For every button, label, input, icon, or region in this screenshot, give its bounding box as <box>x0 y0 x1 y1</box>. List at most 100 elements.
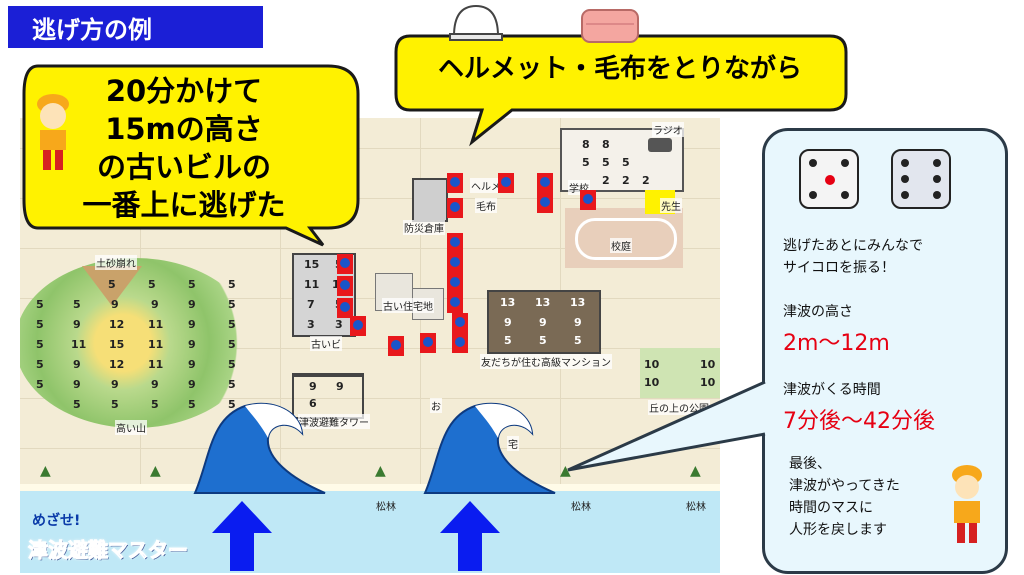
footprint-icon <box>420 333 436 353</box>
footprint-icon <box>447 173 463 193</box>
footprint-icon <box>447 293 463 313</box>
pine-forest-label: 松林 <box>376 502 396 513</box>
school-floor: 2 <box>642 174 650 187</box>
time-value: 7分後～42分後 <box>783 409 935 434</box>
game-logo: めざせ! 津波避難マスター <box>24 500 214 572</box>
blanket-label: 毛布 <box>475 198 497 213</box>
grid-cell: 5 <box>36 298 44 311</box>
grid-cell: 9 <box>188 318 196 331</box>
footprint-icon <box>452 333 468 353</box>
sea <box>20 491 720 573</box>
pine-tree-icon: ▲ <box>375 463 386 479</box>
warehouse-label: 防災倉庫 <box>403 220 445 235</box>
grid-cell: 9 <box>73 318 81 331</box>
school-floor: 5 <box>582 156 590 169</box>
landslide-shape <box>82 266 142 306</box>
grid-cell: 9 <box>73 378 81 391</box>
page-title: 逃げ方の例 <box>8 6 263 48</box>
footprint-icon <box>350 316 366 336</box>
grid-cell: 5 <box>73 298 81 311</box>
helmet-label: ヘルメ <box>470 178 502 193</box>
logo-title: 津波避難マスター <box>28 538 189 563</box>
tsunami-wave-icon <box>423 402 556 494</box>
grid-cell: 5 <box>151 398 159 411</box>
footprint-icon <box>537 193 553 213</box>
mansion-floor: 5 <box>504 334 512 347</box>
park-cell: 10 <box>700 358 716 371</box>
footprint-icon <box>498 173 514 193</box>
grid-cell: 5 <box>73 398 81 411</box>
grid-cell: 11 <box>148 318 164 331</box>
dice-red-one-icon <box>799 149 859 209</box>
grid-cell: 5 <box>228 358 236 371</box>
pine-tree-icon: ▲ <box>560 463 571 479</box>
pine-tree-icon: ▲ <box>150 463 161 479</box>
grid-cell: 5 <box>36 358 44 371</box>
bubble-top-text: ヘルメット・毛布をとりながら <box>437 54 802 84</box>
bubble-left-line: 15mの高さ <box>105 112 263 146</box>
grid-cell: 5 <box>108 278 116 291</box>
old-building-label: 古いビ <box>310 336 342 351</box>
park-cell: 10 <box>644 376 660 389</box>
old-building-floor: 7 <box>307 298 315 311</box>
speech-bubble-left <box>22 64 360 247</box>
mansion-floor: 9 <box>574 316 582 329</box>
mansion-building <box>487 290 601 354</box>
final-line: 最後、 <box>789 456 831 472</box>
grid-cell: 11 <box>148 358 164 371</box>
grid-cell: 5 <box>148 278 156 291</box>
grid-cell: 5 <box>228 318 236 331</box>
mountain-grid: 5 5 5 5 5 5 9 9 9 5 5 9 12 11 9 5 5 11 1… <box>26 278 256 418</box>
tower-floor: 9 <box>336 380 344 393</box>
bubble-left-line: の古いビルの <box>96 150 271 184</box>
bubble-left-text: 20分かけて 15mの高さ の古いビルの 一番上に逃げた <box>24 72 344 224</box>
school-floor: 8 <box>582 138 590 151</box>
schoolyard-label: 校庭 <box>610 238 632 253</box>
board-map: 土砂崩れ 高い山 5 5 5 5 5 5 9 9 9 5 5 9 12 11 9… <box>20 118 720 573</box>
teacher-label: 先生 <box>660 198 682 213</box>
grid-cell: 9 <box>73 358 81 371</box>
arrow-up-icon <box>440 501 500 571</box>
school-floor: 2 <box>622 174 630 187</box>
grid-cell: 9 <box>151 378 159 391</box>
grid-cell: 5 <box>228 378 236 391</box>
mansion-floor: 9 <box>504 316 512 329</box>
logo-subtitle: めざせ! <box>32 513 81 529</box>
speech-bubble-top <box>394 34 848 147</box>
old-building-floor: 3 <box>307 318 315 331</box>
grid-cell: 9 <box>188 298 196 311</box>
footprint-icon <box>388 336 404 356</box>
bubble-left-line: 一番上に逃げた <box>82 188 286 222</box>
grid-cell: 9 <box>151 298 159 311</box>
footprint-icon <box>580 190 596 210</box>
school-floor: 5 <box>622 156 630 169</box>
grid-cell: 5 <box>228 278 236 291</box>
helmet-icon <box>449 4 503 41</box>
grid-cell: 5 <box>188 278 196 291</box>
dice-six-icon <box>891 149 951 209</box>
mansion-floor: 13 <box>535 296 551 309</box>
height-value: 2m～12m <box>783 331 890 356</box>
radio-label: ラジオ <box>652 122 684 137</box>
grid-cell: 9 <box>111 298 119 311</box>
grid-cell: 9 <box>188 338 196 351</box>
grid-cell: 9 <box>111 378 119 391</box>
mansion-floor: 5 <box>539 334 547 347</box>
grid-cell: 5 <box>36 318 44 331</box>
track-icon <box>575 218 677 260</box>
footprint-icon <box>337 298 353 318</box>
final-line: 人形を戻します <box>789 522 887 538</box>
old-house-label: 古い住宅地 <box>382 298 434 313</box>
grid-cell: 11 <box>148 338 164 351</box>
panel-pointer <box>567 380 766 472</box>
grid-cell: 5 <box>36 338 44 351</box>
park-cell: 10 <box>644 358 660 371</box>
grid-cell: 5 <box>228 298 236 311</box>
time-label: 津波がくる時間 <box>783 382 881 398</box>
school-floor: 8 <box>602 138 610 151</box>
tower-floor: 9 <box>309 380 317 393</box>
radio-icon <box>648 138 672 152</box>
blanket-icon <box>581 9 639 43</box>
mansion-floor: 13 <box>500 296 516 309</box>
grid-cell: 5 <box>111 398 119 411</box>
